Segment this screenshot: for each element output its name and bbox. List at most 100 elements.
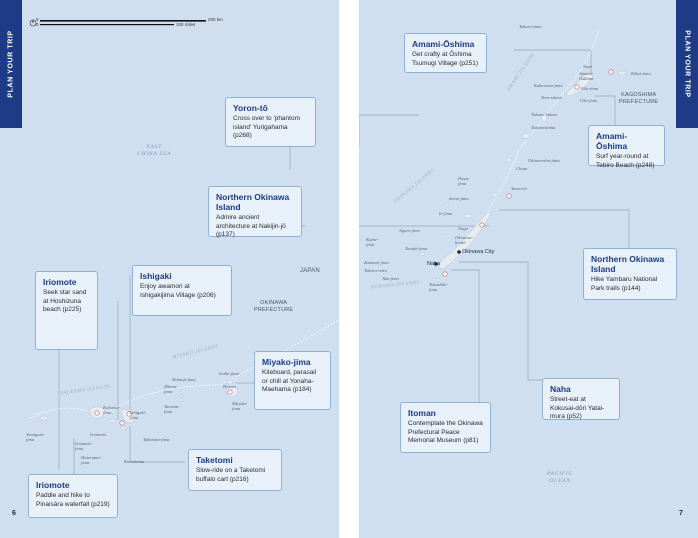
connector-line [451,269,480,404]
highlight-box-taketomi[interactable]: Taketomi Slow-ride on a Taketomi buffalo… [188,449,282,491]
island-label-iriomote: Iriomote- [90,432,108,437]
highlight-title: Iriomote [36,480,70,490]
markers [434,69,614,277]
island-shape [109,418,117,424]
island-label-iheya: Iheya-jima [458,176,470,186]
highlight-title: Yoron-tō [233,103,268,113]
island-shape [617,70,627,76]
connector-line [499,209,630,248]
island-label-tonaki: Tonaki-jima [405,246,428,251]
highlight-box-yoron-to[interactable]: Yoron-tō Cross over to 'phantom island' … [225,97,316,147]
highlight-box-ishigaki[interactable]: Ishigaki Enjoy awamori at Ishigakijima V… [132,265,232,316]
highlight-title: Amami-Ōshima [596,131,628,151]
highlight-title: Northern Okinawa Island [216,192,290,212]
island-label-yoro: Yoro-shima [541,95,562,100]
country-label-japan: JAPAN [300,268,320,274]
island-label-tokara: Tokara-retto [364,268,387,273]
sea-label-east-china-sea: EAST CHINA SEA [137,144,171,158]
highlight-box-iriomote-star-sand[interactable]: Iriomote Seek star sand at Hoshizuna bea… [35,271,98,350]
island-label-ie: Ie-jima [439,211,453,216]
island-label-uke-area: Uke-jima [581,86,599,91]
island-label-kikai: Kikai-jima [631,71,651,76]
island-label-kuroshima: Kuroshima [124,459,145,464]
highlight-desc: Cross over to 'phantom island' Yurigaham… [233,115,300,139]
connector-line [359,114,419,147]
island-shape [104,432,112,436]
highlight-desc: Paddle and hike to Pinaisāra waterfall (… [36,492,110,508]
highlight-desc: Seek star sand at Hoshizuna beach (p225) [43,289,87,313]
route-lines [359,49,630,404]
highlight-box-itoman[interactable]: Itoman Contemplate the Okinawa Prefectur… [400,402,491,453]
highlight-box-iriomote-waterfall[interactable]: Iriomote Paddle and hike to Pinaisāra wa… [28,474,118,518]
sea-label-pacific-ocean: PACIFIC OCEAN [547,471,573,485]
island-label-izena: Izena-jima [449,196,469,201]
island-shape [540,111,548,123]
sight-marker-icon [126,411,132,417]
highlight-box-miyako-jima[interactable]: Miyako-jima Kiteboard, parasail or chill… [254,351,331,410]
island-shape [39,415,49,421]
island-shape [566,72,594,97]
prefecture-label-line: KAGOSHIMA [621,92,657,98]
highlight-desc: Enjoy awamori at Ishigakijima Village (p… [140,283,216,299]
highlight-title: Naha [550,384,571,394]
islands [39,379,239,436]
connector-line [459,261,544,381]
highlight-title: Ishigaki [140,271,172,281]
island-label-uke: Uke-jima [580,98,598,103]
highlight-box-amami-oshima-surf[interactable]: Amami-Ōshima Surf year-round at Tebiro B… [588,125,665,169]
island-label-aguni: Aguni-jima [399,228,420,233]
sight-marker-icon [119,420,125,426]
highlight-box-naha[interactable]: Naha Street-eat at Kokusai-dōri Yatai-mu… [542,378,620,420]
island-label-hateruma: Hateruma-jima [81,455,102,465]
highlight-box-amami-oshima-craft[interactable]: Amami-Ōshima Get crafty at Ōshima Tsumug… [404,33,487,73]
island-label-kakeroma: Kakeroma-jima [534,83,563,88]
highlight-title: Iriomote [43,277,77,287]
prefecture-label-line: PREFECTURE [254,307,294,313]
island-label-aka: Aka-jima [382,276,399,281]
prefecture-label-line: PREFECTURE [619,99,659,105]
sight-marker-icon [442,271,448,277]
island-label-yonaguni: Yonaguni-jima [26,432,45,442]
island-shape [440,230,446,234]
highlight-title: Northern Okinawa Island [591,254,665,274]
island-label-china: China [516,166,528,171]
city-label-okinawa-city: Okinawa City [462,249,495,255]
scale-zero-km: 0 [36,17,39,22]
island-label-kohama: Kohama-jima [103,405,121,415]
highlight-box-northern-okinawa-hike[interactable]: Northern Okinawa Island Hike Yambaru Nat… [583,248,677,300]
island-label-yoron-to: Yoron-tō [511,186,527,191]
island-label-ishigaki-jima: Ishigaki-jima [130,410,147,420]
sea-label-line: OCEAN [548,478,571,484]
scale-km-label: 200 km [208,17,223,22]
connector-line [595,95,616,125]
highlight-desc: Hike Yambaru National Park trails (p144) [591,276,658,292]
island-shape [120,426,126,430]
tab-label: PLAN YOUR TRIP [683,30,691,98]
sight-marker-icon [608,69,614,75]
island-label-okinoerabu: Okinoerabu-jima [528,158,560,163]
scale-miles-label: 100 miles [176,22,196,27]
island-label-tokunoshima-town: Tokunoshima [531,125,556,130]
island-shape [226,379,234,385]
connector-line [129,426,185,463]
island-shape [579,76,587,80]
sight-marker-icon [227,389,233,395]
islands [419,70,627,282]
city-label-naha: Naha [427,261,441,267]
island-label-taketomi: Taketomi-jima [143,437,170,442]
highlight-desc: Kiteboard, parasail or chill at Yonaha-M… [262,369,317,393]
sight-marker-icon [574,84,580,90]
island-label-naze: Naze [583,64,593,69]
island-shape [444,203,450,207]
island-label-takarajima: Takara-jima [519,24,542,29]
left-map-page: PLAN YOUR TRIP 0 0 200 km 100 miles EAST… [0,0,339,538]
scale-zero-miles: 0 [36,22,39,27]
island-label-tarama: Tarama-jima [164,404,180,414]
island-label-kume: Kume-jima [366,237,379,247]
island-label-tokunoshima: Tokuno-shima [531,112,557,117]
highlight-desc: Street-eat at Kokusai-dōri Yatai-mura (p… [550,396,605,420]
highlight-desc: Admire ancient architecture at Nakijin-j… [216,214,286,238]
page-gutter [339,0,359,538]
highlight-box-northern-okinawa-architecture[interactable]: Northern Okinawa Island Admire ancient a… [208,186,302,238]
ferry-route [29,407,93,419]
